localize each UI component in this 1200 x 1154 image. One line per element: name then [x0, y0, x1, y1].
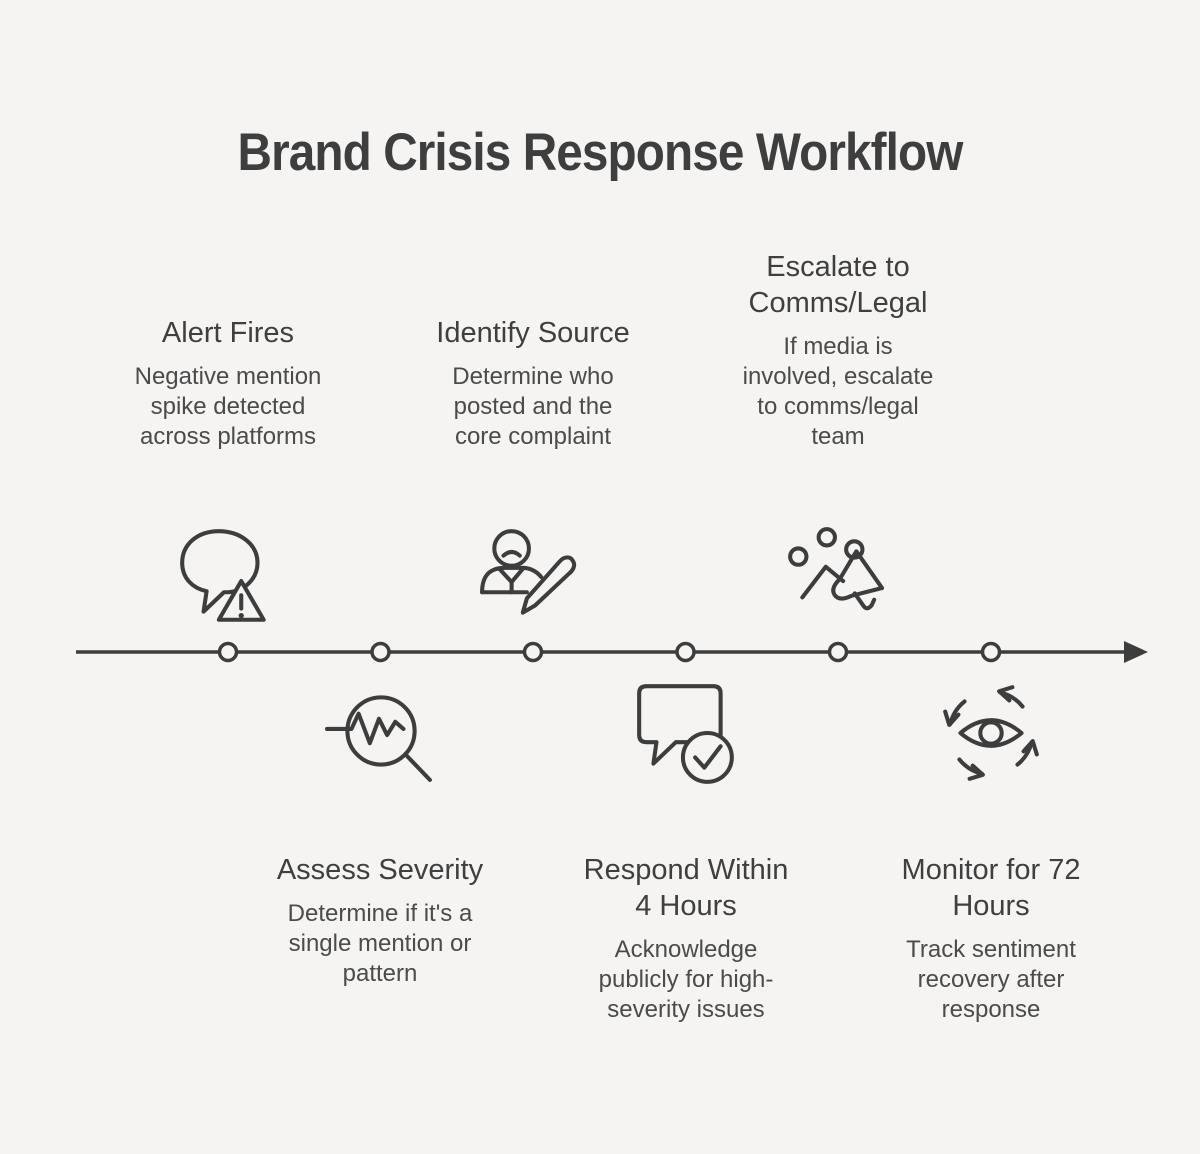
timeline-node-2 [370, 641, 391, 663]
timeline-axis [76, 641, 1148, 663]
step-2-text-block: Assess Severity Determine if it's a sing… [250, 852, 510, 989]
timeline-node-4 [675, 641, 696, 663]
step-5-description: If media is involved, escalate to comms/… [742, 333, 934, 450]
step-5-title: Escalate to Comms/Legal [748, 251, 928, 319]
step-6-description: Track sentiment recovery after response [906, 936, 1076, 1023]
step-1-title: Alert Fires [161, 317, 295, 349]
megaphone-announce-icon [782, 522, 894, 634]
timeline-node-1 [217, 641, 239, 663]
step-3-title: Identify Source [436, 317, 630, 349]
step-1-description: Negative mention spike detected across p… [134, 363, 322, 450]
step-1-text-block: Alert Fires Negative mention spike detec… [98, 315, 358, 452]
person-edit-icon [477, 522, 589, 634]
timeline-node-5 [827, 641, 849, 663]
step-2-description: Determine if it's a single mention or pa… [287, 900, 473, 987]
step-3-description: Determine who posted and the core compla… [452, 363, 614, 450]
alert-chat-warning-icon [172, 522, 284, 634]
magnifier-trend-icon [324, 676, 436, 788]
timeline-arrowhead-icon [1124, 641, 1148, 663]
step-2-title: Assess Severity [276, 854, 484, 886]
step-4-title: Respond Within 4 Hours [583, 854, 789, 922]
timeline-node-3 [522, 641, 544, 663]
chat-check-icon [630, 676, 742, 788]
step-4-text-block: Respond Within 4 Hours Acknowledge publi… [556, 852, 816, 1025]
page-title: Brand Crisis Response Workflow [237, 123, 964, 182]
step-6-text-block: Monitor for 72 Hours Track sentiment rec… [861, 852, 1121, 1025]
step-5-text-block: Escalate to Comms/Legal If media is invo… [708, 249, 968, 452]
timeline-node-6 [980, 641, 1002, 663]
step-6-title: Monitor for 72 Hours [901, 854, 1081, 922]
eye-cycle-icon [935, 676, 1047, 788]
step-3-text-block: Identify Source Determine who posted and… [403, 315, 663, 452]
step-4-description: Acknowledge publicly for high-severity i… [598, 936, 774, 1023]
